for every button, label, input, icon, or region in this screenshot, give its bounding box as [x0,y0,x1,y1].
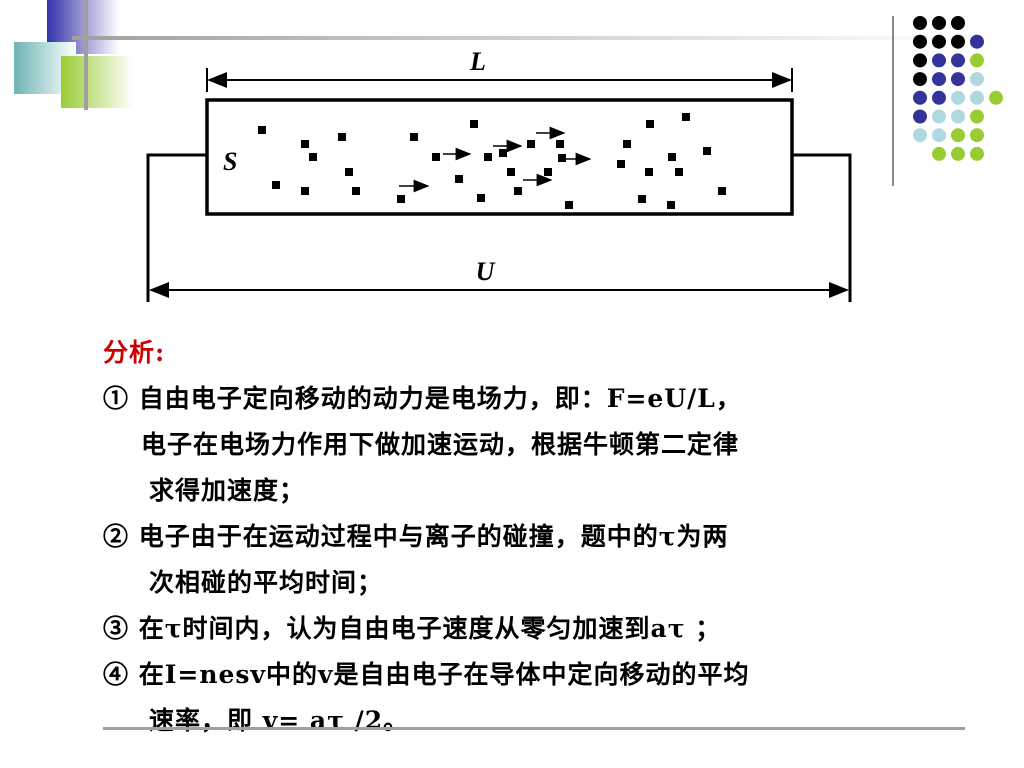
dot-grid-decoration [913,16,1003,161]
analysis-line-6: ③ 在τ时间内，认为自由电子速度从零匀加速到aτ ； [103,614,722,643]
decor-dot [913,72,927,87]
ions-group [258,113,726,209]
decor-dot [913,109,927,124]
length-label: L [469,47,486,76]
right-wire [792,153,852,302]
ion-square [675,168,683,176]
ion-square [514,187,522,195]
ion-square [507,168,515,176]
ion-square [682,113,690,121]
decor-dot [951,128,965,143]
ion-square [499,149,507,157]
ion-square [668,153,676,161]
ion-square [565,201,573,209]
decor-dot [951,16,965,30]
analysis-line-4: ② 电子由于在运动过程中与离子的碰撞，题中的τ为两 [103,522,729,551]
decor-dot [951,72,965,87]
decor-dot [913,53,927,68]
ion-square [432,153,440,161]
ion-square [258,126,266,134]
ion-square [272,181,280,189]
decor-dot [932,128,946,143]
decor-dot [951,34,965,49]
ion-square [527,140,535,148]
decor-dot [913,16,927,30]
ion-square [455,175,463,183]
analysis-line-3: 求得加速度； [149,476,306,505]
analysis-section: 分析: ① 自由电子定向移动的动力是电场力，即：F=eU/L， 电子在电场力作用… [103,330,963,744]
left-wire [146,153,207,302]
decor-dot [989,90,1003,105]
ion-square [301,140,309,148]
voltage-dimension: U [149,257,849,298]
analysis-heading: 分析: [103,338,166,367]
decor-dot [913,90,927,105]
ion-square [338,133,346,141]
corner-vertical-bar [84,0,88,110]
ion-square [301,187,309,195]
analysis-line-7: ④ 在I=nesv中的v是自由电子在导体中定向移动的平均 [103,660,750,689]
ion-square [703,147,711,155]
ion-square [470,120,478,128]
length-dimension: L [206,47,793,92]
analysis-line-8: 速率，即 v= aτ /2。 [149,706,410,735]
decor-dot [970,90,984,105]
decor-dot [970,72,984,87]
decor-dot [970,53,984,68]
decor-dot [932,90,946,105]
decor-dot [932,146,946,161]
decor-dot [970,109,984,124]
ion-square [667,201,675,209]
decor-dot [913,128,927,143]
decor-dot [913,34,927,49]
corner-square-green [61,56,133,108]
bottom-rule [103,727,965,730]
electron-drift-arrows [399,126,592,193]
decor-dot [951,90,965,105]
ion-square [638,195,646,203]
decor-dot [932,109,946,124]
decor-dot [970,146,984,161]
analysis-line-2: 电子在电场力作用下做加速运动，根据牛顿第二定律 [141,430,740,459]
conductor-body [205,98,794,216]
ion-square [397,195,405,203]
decor-dot [932,72,946,87]
voltage-label: U [476,257,496,286]
ion-square [477,194,485,202]
corner-logo-squares [14,0,972,110]
ion-square [617,160,625,168]
analysis-line-5: 次相碰的平均时间； [149,568,384,597]
decor-dot [951,146,965,161]
ion-square [484,153,492,161]
ion-square [645,168,653,176]
conductor-diagram: L S U [146,47,852,302]
ion-square [309,153,317,161]
ion-square [623,140,631,148]
ion-square [352,187,360,195]
decor-dot [932,53,946,68]
ion-square [544,168,552,176]
analysis-line-1: ① 自由电子定向移动的动力是电场力，即：F=eU/L， [103,384,742,413]
decor-dot [951,109,965,124]
decor-dot [932,34,946,49]
ion-square [646,120,654,128]
decor-dot [932,16,946,30]
section-label: S [223,147,237,176]
decor-dot [951,53,965,68]
ion-square [345,168,353,176]
top-rule [72,36,972,40]
decor-dot [970,128,984,143]
ion-square [556,140,564,148]
ion-square [410,133,418,141]
ion-square [718,187,726,195]
decor-dot [970,34,984,49]
ion-square [558,154,566,162]
